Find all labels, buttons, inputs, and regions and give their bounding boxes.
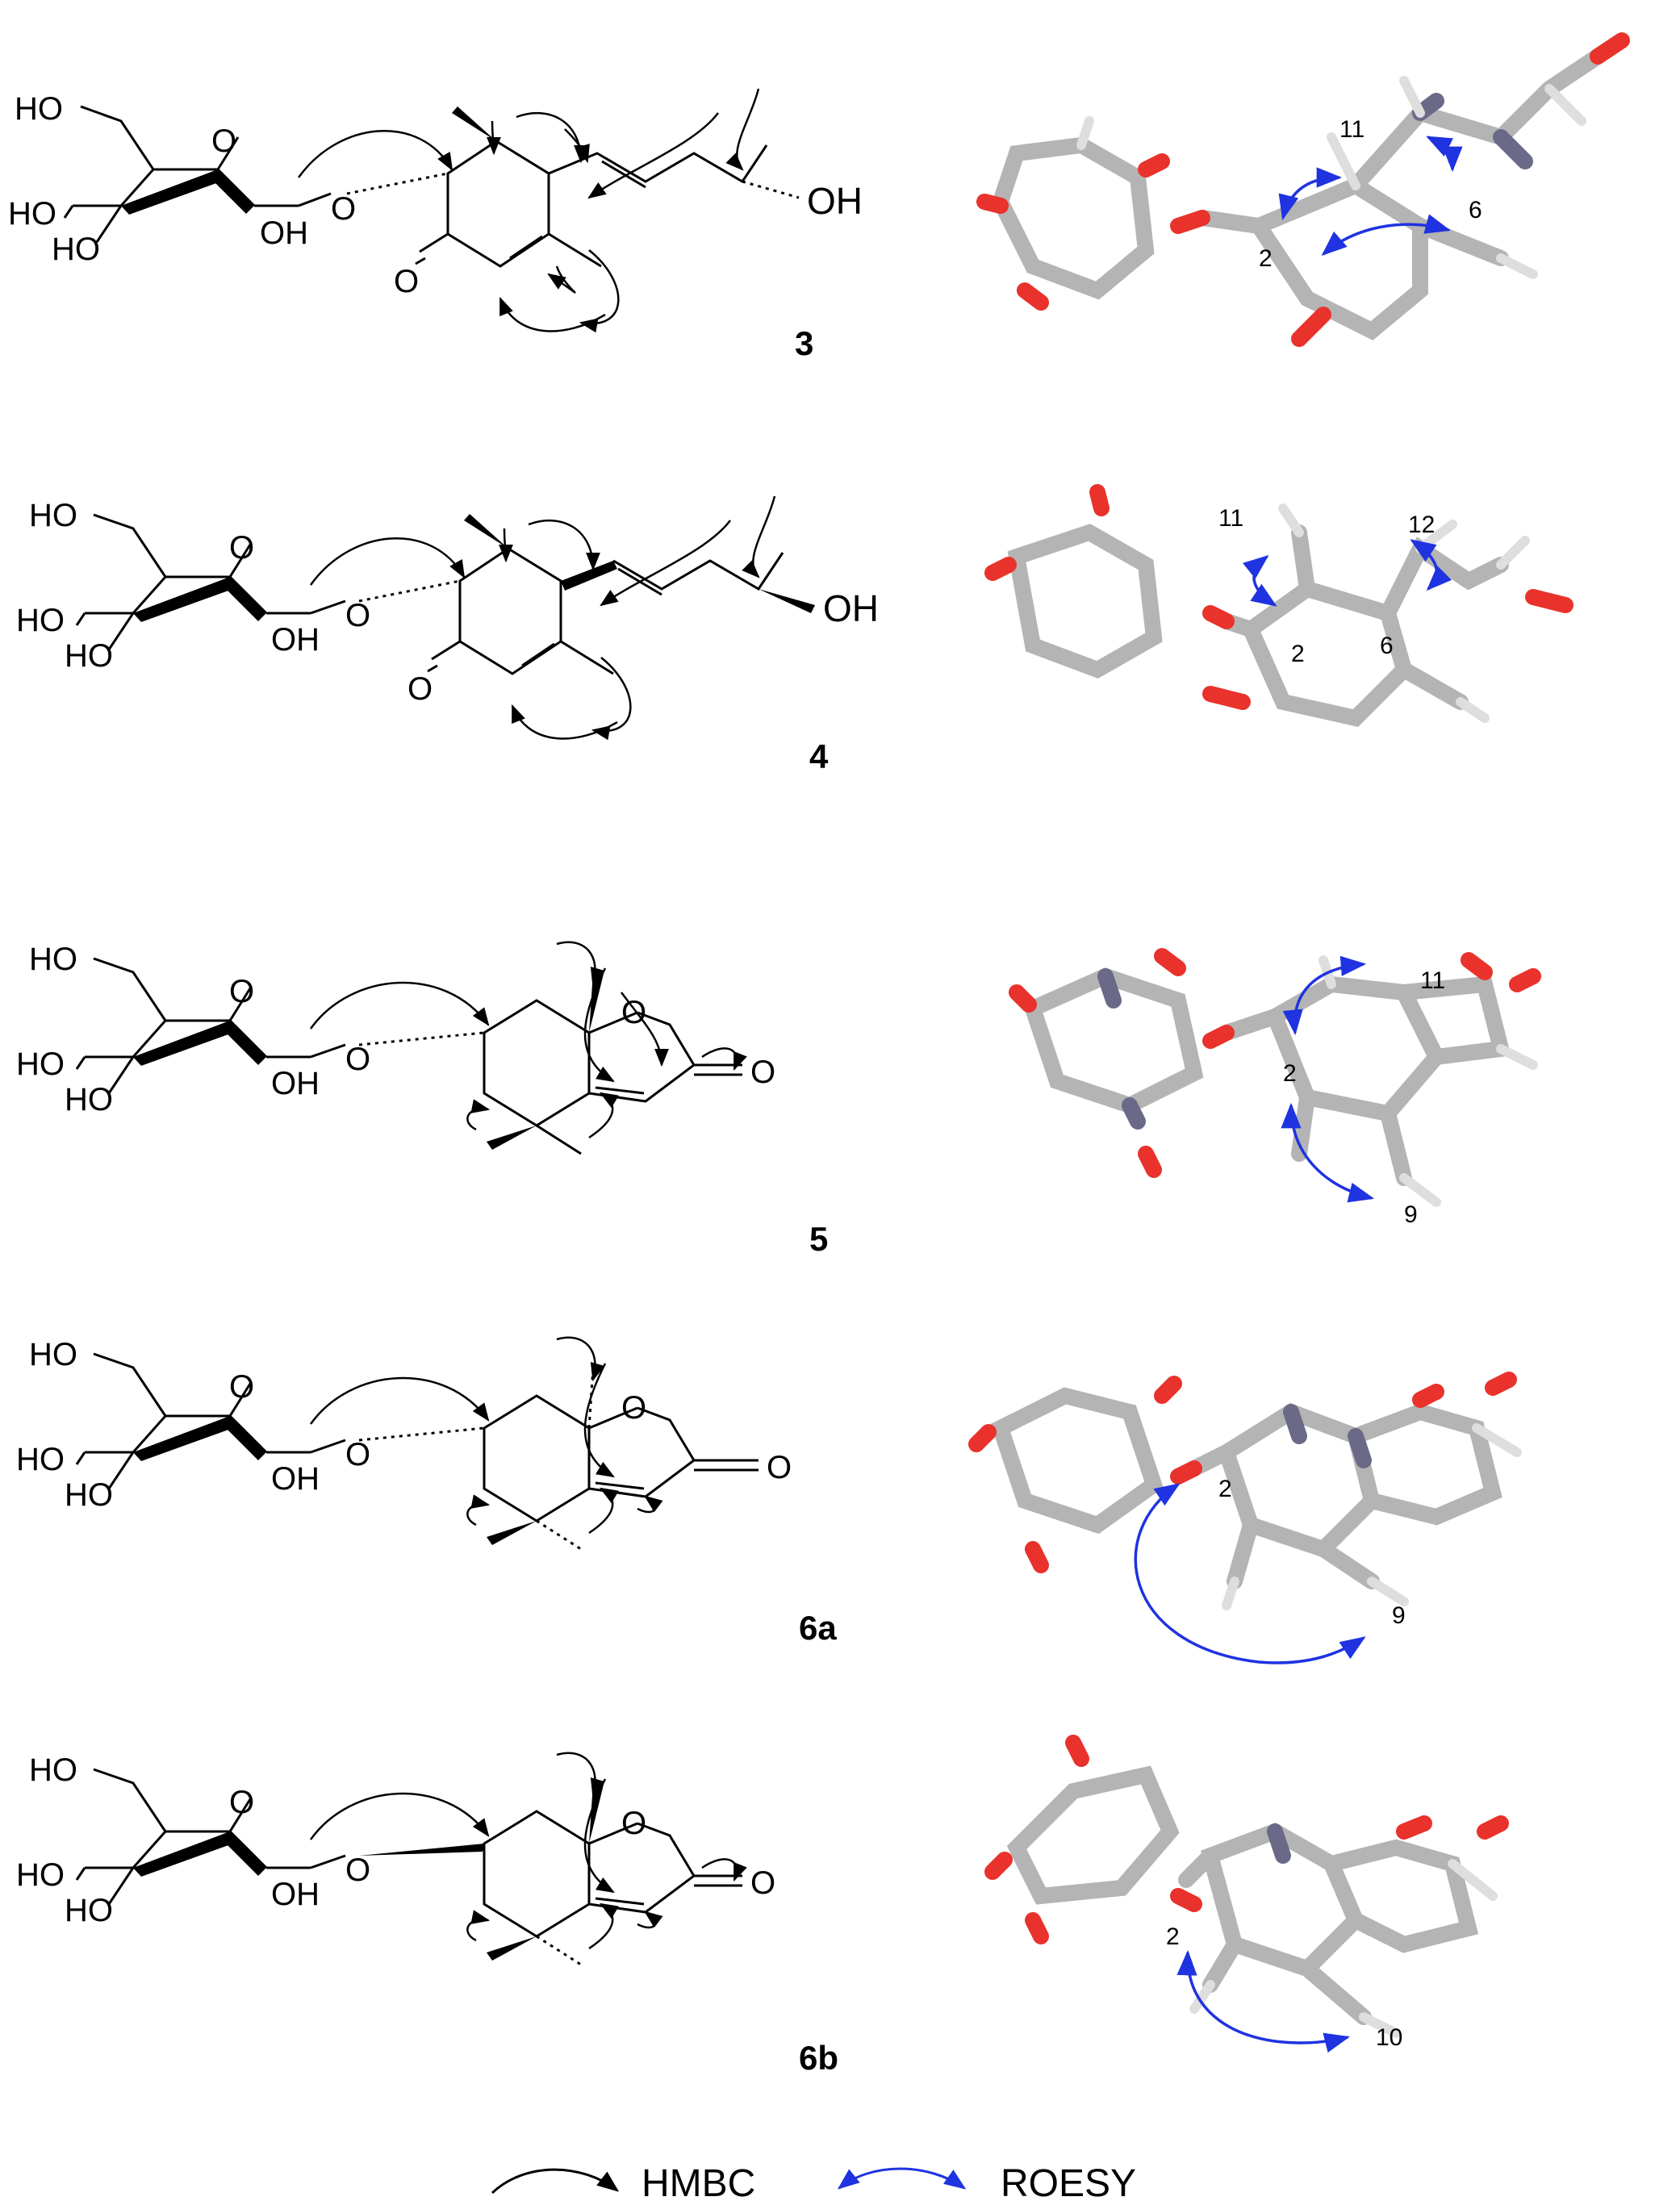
hmbc-legend-label: HMBC (641, 2162, 755, 2201)
svg-text:OH: OH (271, 1066, 320, 1101)
compound-3: HO O HO HO OH O (8, 88, 863, 362)
compound-4: HO O HO HO OH O (16, 495, 879, 775)
svg-text:O: O (750, 1865, 775, 1901)
svg-text:2: 2 (1259, 245, 1273, 272)
roesy-legend-label: ROESY (1001, 2162, 1136, 2201)
svg-text:HO: HO (29, 942, 77, 977)
svg-text:6: 6 (1380, 633, 1394, 659)
legend: HMBC ROESY (491, 2162, 1136, 2201)
compound-label: 4 (809, 737, 829, 775)
svg-text:2: 2 (1291, 641, 1305, 667)
svg-text:O: O (621, 995, 646, 1030)
svg-text:9: 9 (1392, 1602, 1406, 1629)
svg-text:2: 2 (1166, 1923, 1180, 1950)
svg-text:OH: OH (260, 215, 308, 251)
compound-label: 6b (799, 2039, 838, 2077)
svg-text:HO: HO (16, 1046, 65, 1082)
hmbc-arrows-3 (297, 88, 760, 333)
svg-text:HO: HO (52, 232, 100, 267)
compound-6a: HO O HO HO OH O (16, 1336, 837, 1647)
svg-text:HO: HO (65, 1082, 113, 1117)
hmbc-arrows-4 (309, 495, 776, 741)
compound-label: 5 (809, 1220, 828, 1258)
svg-text:11: 11 (1339, 116, 1364, 143)
compound-label: 3 (795, 324, 813, 362)
svg-text:6: 6 (1469, 197, 1482, 223)
svg-text:HO: HO (29, 1752, 77, 1788)
svg-text:HO: HO (29, 498, 77, 533)
svg-text:O: O (345, 1437, 370, 1472)
svg-text:O: O (331, 191, 356, 227)
bicyclic-lactone (483, 1810, 742, 1938)
roesy-legend-arrow (837, 2167, 967, 2190)
svg-text:HO: HO (65, 1893, 113, 1928)
svg-text:HO: HO (65, 638, 113, 674)
svg-text:O: O (621, 1390, 646, 1426)
conformer-model-6a: 2 9 (968, 1372, 1522, 1664)
compound-6b: HO O HO HO OH O (16, 1752, 838, 2077)
svg-text:OH: OH (271, 622, 320, 658)
svg-text:OH: OH (807, 180, 863, 222)
hmbc-arrows-5 (309, 941, 747, 1139)
bicyclic-lactone (483, 999, 742, 1155)
hmbc-arrows-6a (309, 1336, 663, 1535)
svg-text:HO: HO (15, 91, 63, 127)
svg-text:OH: OH (271, 1877, 320, 1912)
svg-text:O: O (211, 123, 236, 159)
glucose-unit: HO O HO HO OH O (16, 498, 370, 674)
svg-text:9: 9 (1404, 1201, 1418, 1228)
svg-text:O: O (621, 1806, 646, 1841)
svg-text:HO: HO (16, 603, 65, 638)
svg-text:HO: HO (65, 1477, 113, 1513)
hmbc-legend-arrow (491, 2168, 620, 2195)
conformer-model-4: 11 12 2 6 (984, 484, 1573, 727)
glucose-unit: HO O HO HO OH O (16, 1337, 370, 1513)
svg-text:OH: OH (823, 587, 879, 629)
svg-text:O: O (394, 264, 419, 299)
svg-text:12: 12 (1408, 512, 1435, 538)
svg-text:HO: HO (29, 1337, 77, 1372)
svg-text:OH: OH (271, 1461, 320, 1497)
svg-text:O: O (345, 1852, 370, 1888)
svg-text:2: 2 (1283, 1060, 1297, 1087)
compound-5: HO O HO HO OH O (16, 941, 828, 1258)
svg-text:HO: HO (16, 1442, 65, 1477)
svg-text:HO: HO (16, 1857, 65, 1893)
glucose-unit: HO O HO HO OH O (16, 1752, 370, 1928)
svg-text:O: O (767, 1450, 792, 1485)
svg-text:O: O (750, 1055, 775, 1090)
hmbc-arrows-6b (309, 1752, 747, 1950)
glucose-unit: HO O HO HO OH O (8, 91, 356, 267)
svg-text:11: 11 (1218, 505, 1243, 532)
conformer-model-3: 11 6 2 (976, 32, 1630, 347)
bicyclic-lactone (483, 1394, 759, 1522)
svg-text:O: O (345, 1042, 370, 1077)
svg-text:O: O (407, 671, 433, 707)
cyclohexenone-ring (415, 140, 768, 268)
svg-text:11: 11 (1420, 967, 1445, 994)
svg-text:2: 2 (1218, 1476, 1232, 1502)
glucose-unit: HO O HO HO OH O (16, 942, 370, 1117)
conformer-model-6b: 2 10 (984, 1735, 1509, 2053)
svg-text:10: 10 (1376, 2024, 1402, 2051)
conformer-model-5: 11 2 9 (1009, 948, 1541, 1228)
svg-text:O: O (345, 598, 370, 633)
compound-label: 6a (799, 1609, 837, 1647)
svg-text:HO: HO (8, 196, 56, 232)
